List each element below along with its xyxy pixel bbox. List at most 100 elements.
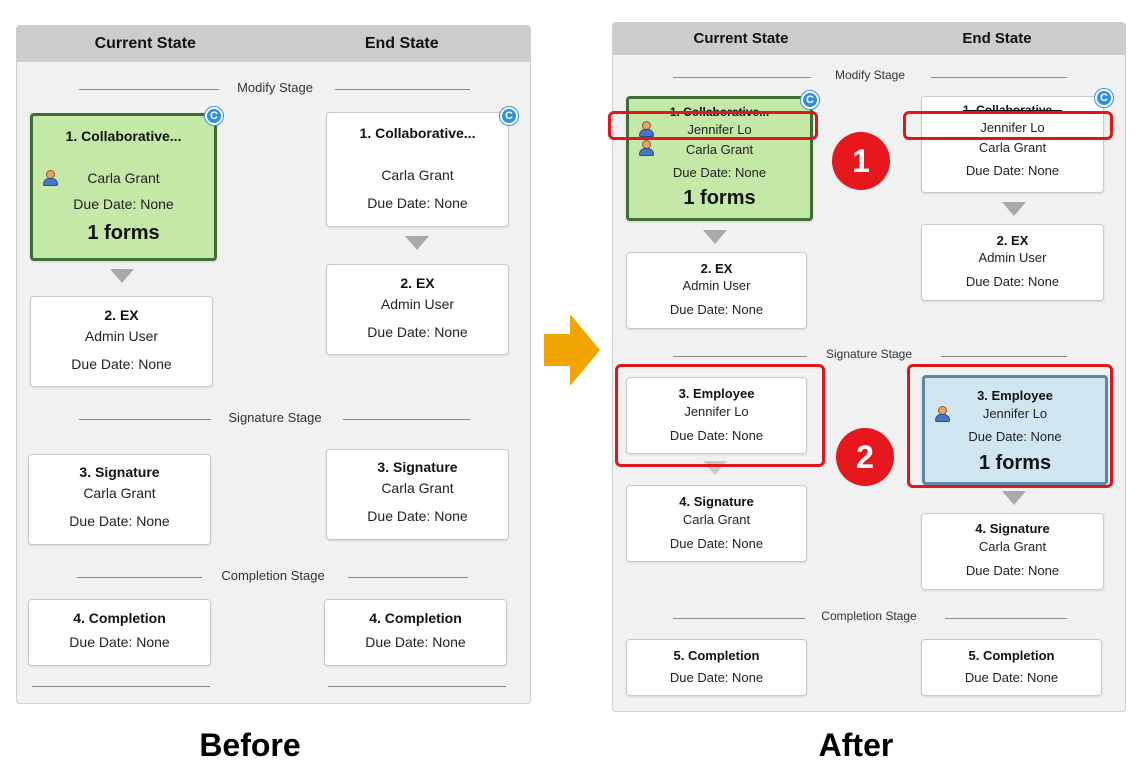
step-title: 3. Signature [377, 459, 458, 475]
step-title: 4. Completion [73, 610, 166, 626]
end-signature-step[interactable]: 4. Signature Carla Grant Due Date: None [921, 513, 1104, 590]
end-state-header: End State [364, 35, 439, 52]
stage-divider-line [348, 577, 468, 578]
due-date: Due Date: None [964, 670, 1059, 685]
completion-stage-label: Completion Stage [221, 568, 325, 583]
stage-divider-line [79, 419, 211, 420]
stage-divider-line [931, 77, 1067, 78]
forms-count: 1 forms [87, 222, 160, 244]
step-title: 3. Employee [977, 388, 1053, 403]
due-date: Due Date: None [73, 196, 174, 212]
callout-number-1: 1 [832, 132, 890, 190]
after-panel-header: Current State End State [613, 23, 1125, 55]
completion-stage-label: Completion Stage [821, 609, 917, 623]
due-date: Due Date: None [71, 356, 172, 372]
assignee-name: Carla Grant [381, 480, 454, 496]
before-caption: Before [199, 727, 301, 763]
assignee-name: Carla Grant [978, 539, 1047, 554]
assignee-name: Admin User [84, 328, 159, 344]
stage-divider-line [328, 686, 506, 687]
stage-divider-line [79, 89, 219, 90]
step-title: 2. EX [104, 307, 139, 323]
current-state-header: Current State [693, 30, 789, 47]
user-icon [935, 406, 950, 422]
down-arrow-icon [1002, 202, 1026, 216]
assignee-name: Jennifer Lo [687, 122, 752, 137]
step-title: 4. Signature [679, 494, 754, 509]
step-title: 3. Employee [678, 386, 755, 401]
before-panel-header: Current State End State [17, 26, 530, 62]
due-date: Due Date: None [669, 670, 764, 685]
due-date: Due Date: None [968, 429, 1062, 444]
end-state-header: End State [962, 30, 1032, 47]
collaborative-badge-icon: C [801, 91, 819, 109]
due-date: Due Date: None [69, 634, 170, 650]
stage-divider-line [343, 419, 470, 420]
collaborative-badge-icon: C [500, 107, 518, 125]
current-completion-step[interactable]: 4. Completion Due Date: None [28, 599, 211, 666]
stage-divider-line [335, 89, 470, 90]
transition-arrow-icon [544, 314, 600, 386]
stage-divider-line [945, 618, 1067, 619]
due-date: Due Date: None [669, 536, 764, 551]
due-date: Due Date: None [965, 563, 1060, 578]
current-completion-step[interactable]: 5. Completion Due Date: None [626, 639, 807, 696]
due-date: Due Date: None [672, 165, 767, 180]
highlight-box-current-employee-step [615, 364, 825, 467]
step-title: 3. Signature [79, 464, 160, 480]
end-ex-step[interactable]: 2. EX Admin User Due Date: None [921, 224, 1104, 301]
assignee-name: Carla Grant [682, 512, 751, 527]
signature-stage-label: Signature Stage [825, 347, 913, 361]
due-date: Due Date: None [367, 324, 468, 340]
current-signature-step[interactable]: 4. Signature Carla Grant Due Date: None [626, 485, 807, 562]
assignee-name: Jennifer Lo [684, 404, 749, 419]
end-employee-step[interactable]: 3. Employee Jennifer Lo Due Date: None 1… [922, 375, 1108, 485]
stage-divider-line [32, 686, 210, 687]
end-ex-step[interactable]: 2. EX Admin User Due Date: None [326, 264, 509, 355]
down-arrow-icon [405, 236, 429, 250]
modify-stage-label: Modify Stage [834, 68, 906, 82]
step-title: 2. EX [700, 261, 733, 276]
end-completion-step[interactable]: 4. Completion Due Date: None [324, 599, 507, 666]
stage-divider-line [77, 577, 202, 578]
forms-count: 1 forms [978, 452, 1052, 474]
stage-divider-line [673, 77, 811, 78]
current-collaborative-step[interactable]: 1. Collaborative... Carla Grant Due Date… [30, 113, 217, 261]
current-collaborative-step[interactable]: 1. Collaborative... Jennifer Lo Carla Gr… [626, 96, 813, 221]
after-caption: After [818, 727, 894, 763]
modify-stage-label: Modify Stage [237, 80, 313, 95]
assignee-name: Jennifer Lo [980, 120, 1045, 135]
highlight-box-current-new-user [608, 111, 818, 140]
highlight-box-end-employee-step [907, 364, 1113, 488]
down-arrow-icon [703, 230, 727, 244]
current-employee-step[interactable]: 3. Employee Jennifer Lo Due Date: None [626, 377, 807, 454]
assignee-name: Admin User [380, 296, 455, 312]
collaborative-badge-icon: C [1095, 89, 1113, 107]
step-title: 2. EX [996, 233, 1029, 248]
due-date: Due Date: None [669, 302, 764, 317]
current-ex-step[interactable]: 2. EX Admin User Due Date: None [30, 296, 213, 387]
highlight-box-end-new-user [903, 111, 1113, 140]
current-signature-step[interactable]: 3. Signature Carla Grant Due Date: None [28, 454, 211, 545]
step-title: 5. Completion [968, 648, 1055, 663]
step-title: 5. Completion [673, 648, 760, 663]
stage-divider-line [941, 356, 1067, 357]
due-date: Due Date: None [365, 634, 466, 650]
end-completion-step[interactable]: 5. Completion Due Date: None [921, 639, 1102, 696]
assignee-name: Carla Grant [381, 167, 454, 183]
assignee-name: Carla Grant [685, 142, 754, 157]
current-state-header: Current State [94, 35, 196, 52]
current-ex-step[interactable]: 2. EX Admin User Due Date: None [626, 252, 807, 329]
end-collaborative-step[interactable]: 1. Collaborative... Carla Grant Due Date… [326, 112, 509, 227]
user-icon [639, 140, 654, 156]
due-date: Due Date: None [69, 513, 170, 529]
due-date: Due Date: None [367, 508, 468, 524]
assignee-name: Carla Grant [83, 485, 156, 501]
step-title: 4. Completion [369, 610, 462, 626]
assignee-name: Admin User [682, 278, 751, 293]
due-date: Due Date: None [669, 428, 764, 443]
end-signature-step[interactable]: 3. Signature Carla Grant Due Date: None [326, 449, 509, 540]
stage-divider-line [673, 356, 807, 357]
step-title: 1. Collaborative... [65, 128, 182, 144]
assignee-name: Carla Grant [87, 170, 160, 186]
